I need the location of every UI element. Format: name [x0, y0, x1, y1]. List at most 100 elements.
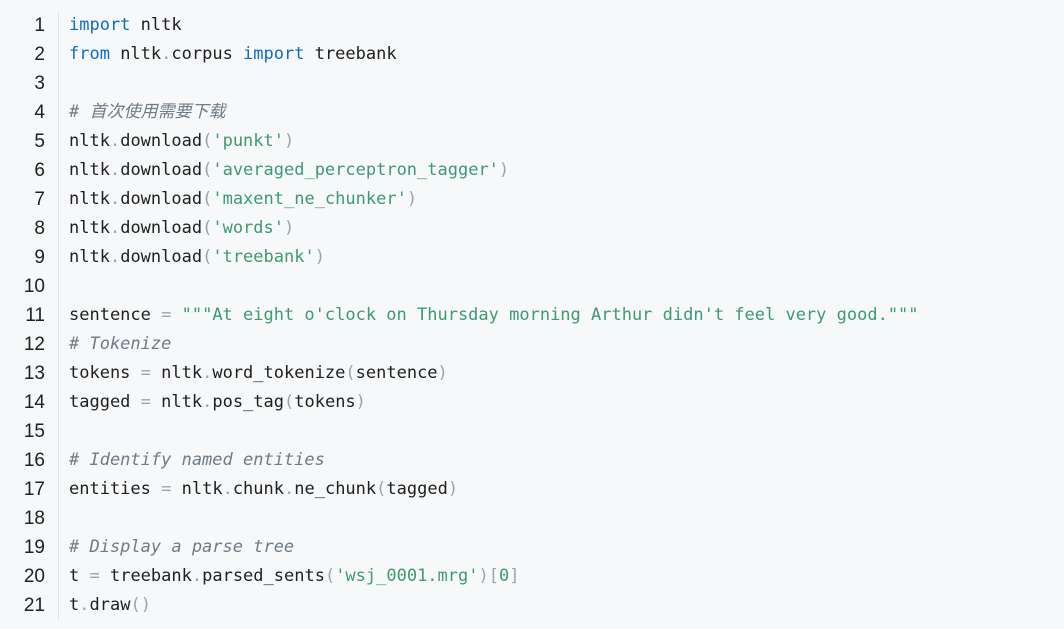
- string-literal: 'treebank': [212, 247, 315, 267]
- function-name: download: [120, 218, 203, 238]
- code-line: nltk.download('averaged_perceptron_tagge…: [69, 156, 1064, 185]
- comment: # Tokenize: [69, 334, 172, 354]
- punctuation: (: [324, 566, 336, 586]
- string-literal: 'maxent_ne_chunker': [212, 189, 407, 209]
- operator: =: [89, 566, 100, 586]
- punctuation: (: [202, 160, 213, 180]
- line-number: 14: [23, 392, 45, 413]
- operator: =: [161, 479, 172, 499]
- code-area[interactable]: import nltk from nltk.corpus import tree…: [69, 11, 1064, 620]
- punctuation: (): [130, 595, 151, 615]
- code-line: tokens = nltk.word_tokenize(sentence): [69, 359, 1064, 388]
- punctuation: ): [314, 247, 325, 267]
- punctuation: (: [376, 479, 387, 499]
- code-text: treebank: [99, 566, 192, 586]
- punctuation: .: [222, 479, 233, 499]
- comment: # Display a parse tree: [69, 537, 295, 557]
- punctuation: .: [79, 595, 90, 615]
- line-number: 1: [34, 15, 45, 36]
- string-literal: 'punkt': [212, 131, 284, 151]
- function-name: download: [120, 160, 203, 180]
- code-line: # 首次使用需要下载: [69, 98, 1064, 127]
- line-number: 8: [34, 218, 45, 239]
- function-name: ne_chunk: [294, 479, 377, 499]
- variable: sentence: [69, 305, 162, 325]
- code-line-empty: [69, 504, 1064, 533]
- code-line: t = treebank.parsed_sents('wsj_0001.mrg'…: [69, 562, 1064, 591]
- variable: t: [69, 566, 90, 586]
- line-number: 9: [34, 247, 45, 268]
- code-text: nltk: [130, 15, 182, 35]
- line-number: 6: [34, 160, 45, 181]
- punctuation: ): [355, 392, 366, 412]
- operator: =: [140, 392, 151, 412]
- punctuation: ): [498, 160, 510, 180]
- code-text: nltk: [69, 160, 110, 180]
- number-literal: 0: [498, 566, 510, 586]
- line-number: 7: [34, 189, 45, 210]
- comment: # 首次使用需要下载: [69, 102, 226, 122]
- punctuation: ): [284, 218, 295, 238]
- operator: =: [161, 305, 172, 325]
- punctuation: .: [109, 247, 121, 267]
- punctuation: .: [284, 479, 295, 499]
- punctuation: .: [202, 392, 213, 412]
- operator: =: [140, 363, 151, 383]
- punctuation: .: [161, 44, 172, 64]
- string-literal: 'words': [212, 218, 284, 238]
- line-number: 17: [23, 479, 45, 500]
- line-number: 12: [23, 334, 45, 355]
- code-text: chunk: [232, 479, 284, 499]
- line-number: 19: [23, 537, 45, 558]
- line-number: 15: [23, 421, 45, 442]
- line-number: 20: [23, 566, 45, 587]
- code-line-empty: [69, 69, 1064, 98]
- code-line: t.draw(): [69, 591, 1064, 620]
- line-number: 3: [34, 73, 45, 94]
- function-name: pos_tag: [212, 392, 284, 412]
- code-text: nltk: [69, 131, 110, 151]
- line-number: 18: [23, 508, 45, 529]
- argument: tagged: [386, 479, 448, 499]
- punctuation: ): [437, 363, 448, 383]
- argument: sentence: [355, 363, 438, 383]
- code-text: nltk: [171, 479, 223, 499]
- punctuation: (: [284, 392, 295, 412]
- line-number-gutter: 1 2 3 4 5 6 7 8 9 10 11 12 13 14 15 16 1…: [0, 11, 59, 621]
- punctuation: (: [345, 363, 356, 383]
- function-name: word_tokenize: [212, 363, 346, 383]
- punctuation: ): [447, 479, 459, 499]
- punctuation: (: [202, 218, 213, 238]
- line-number: 10: [23, 276, 45, 297]
- punctuation: ): [406, 189, 418, 209]
- function-name: download: [120, 247, 203, 267]
- punctuation: .: [109, 189, 121, 209]
- code-line: nltk.download('words'): [69, 214, 1064, 243]
- code-line-empty: [69, 272, 1064, 301]
- code-line: nltk.download('maxent_ne_chunker'): [69, 185, 1064, 214]
- code-line: import nltk: [69, 11, 1064, 40]
- punctuation: ): [284, 131, 295, 151]
- code-text: nltk: [150, 363, 203, 383]
- code-line: from nltk.corpus import treebank: [69, 40, 1064, 69]
- code-text: nltk: [150, 392, 203, 412]
- line-number: 5: [34, 131, 45, 152]
- punctuation: .: [109, 160, 121, 180]
- code-text: nltk: [109, 44, 162, 64]
- code-text: nltk: [69, 189, 110, 209]
- punctuation: .: [109, 218, 121, 238]
- line-number: 21: [23, 595, 45, 616]
- code-line: nltk.download('treebank'): [69, 243, 1064, 272]
- code-line: # Identify named entities: [69, 446, 1064, 475]
- keyword: from: [69, 44, 110, 64]
- variable: tokens: [69, 363, 141, 383]
- punctuation: .: [191, 566, 203, 586]
- code-line: nltk.download('punkt'): [69, 127, 1064, 156]
- keyword: import: [69, 15, 131, 35]
- code-text: t: [69, 595, 80, 615]
- punctuation: (: [202, 131, 213, 151]
- punctuation: [: [488, 566, 499, 586]
- keyword: import: [243, 44, 305, 64]
- punctuation: ): [478, 566, 489, 586]
- punctuation: .: [202, 363, 213, 383]
